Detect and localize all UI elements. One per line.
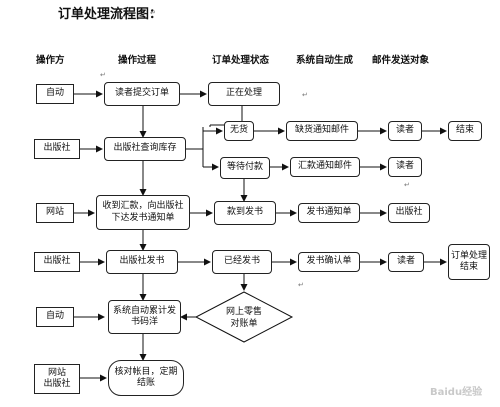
page-title: 订单处理流程图： — [58, 7, 163, 22]
header-auto-gen: 系统自动生成 — [296, 55, 354, 66]
recipient-reader-3: 读者 — [388, 252, 424, 272]
status-out-of-stock: 无货 — [224, 121, 254, 141]
process-publisher-ship: 出版社发书 — [106, 250, 178, 274]
process-remit-received: 收到汇款，向出版社下达发书通知单 — [96, 195, 190, 230]
paragraph-mark: ↵ — [100, 71, 106, 79]
auto-ship-notice: 发书通知单 — [298, 203, 360, 223]
auto-remit-mail: 汇款通知邮件 — [290, 157, 360, 177]
process-submit-order: 读者提交订单 — [104, 82, 180, 106]
recipient-reader-2: 读者 — [388, 157, 422, 177]
process-accumulate-value: 系统自动累计发书码洋 — [108, 300, 181, 334]
auto-shortage-mail: 缺货通知邮件 — [286, 121, 358, 141]
paragraph-mark: ↵ — [150, 9, 156, 17]
reconcile-diamond — [194, 291, 294, 343]
paragraph-mark: ↵ — [298, 281, 304, 289]
operator-auto-2: 自动 — [36, 307, 74, 327]
operator-publisher-2: 出版社 — [34, 252, 80, 272]
status-payment-received-ship: 款到发书 — [214, 201, 276, 225]
paragraph-mark: ↵ — [404, 181, 410, 189]
status-online-retail-statement: 网上零售 对账单 — [225, 307, 262, 329]
watermark-logo: Baidu经验 — [430, 387, 483, 398]
header-operator: 操作方 — [36, 55, 65, 66]
status-shipped: 已经发书 — [212, 250, 272, 274]
process-reconcile-accounts: 核对帐目，定期结账 — [108, 360, 184, 396]
recipient-publisher: 出版社 — [388, 203, 430, 223]
header-status: 订单处理状态 — [212, 55, 270, 66]
process-check-inventory: 出版社查询库存 — [104, 137, 186, 161]
recipient-reader-1: 读者 — [388, 121, 422, 141]
status-processing: 正在处理 — [208, 82, 280, 106]
operator-publisher-1: 出版社 — [34, 139, 80, 159]
operator-website-publisher: 网站 出版社 — [34, 364, 80, 394]
recipient-end: 结束 — [448, 121, 482, 141]
header-recipient: 邮件发送对象 — [372, 55, 430, 66]
status-awaiting-payment: 等待付款 — [220, 157, 270, 179]
operator-website: 网站 — [36, 203, 74, 223]
auto-ship-confirm: 发书确认单 — [298, 252, 360, 272]
header-process: 操作过程 — [118, 55, 157, 66]
recipient-order-end: 订单处理结束 — [448, 244, 490, 280]
operator-auto-1: 自动 — [36, 84, 74, 104]
paragraph-mark: ↵ — [302, 91, 308, 99]
